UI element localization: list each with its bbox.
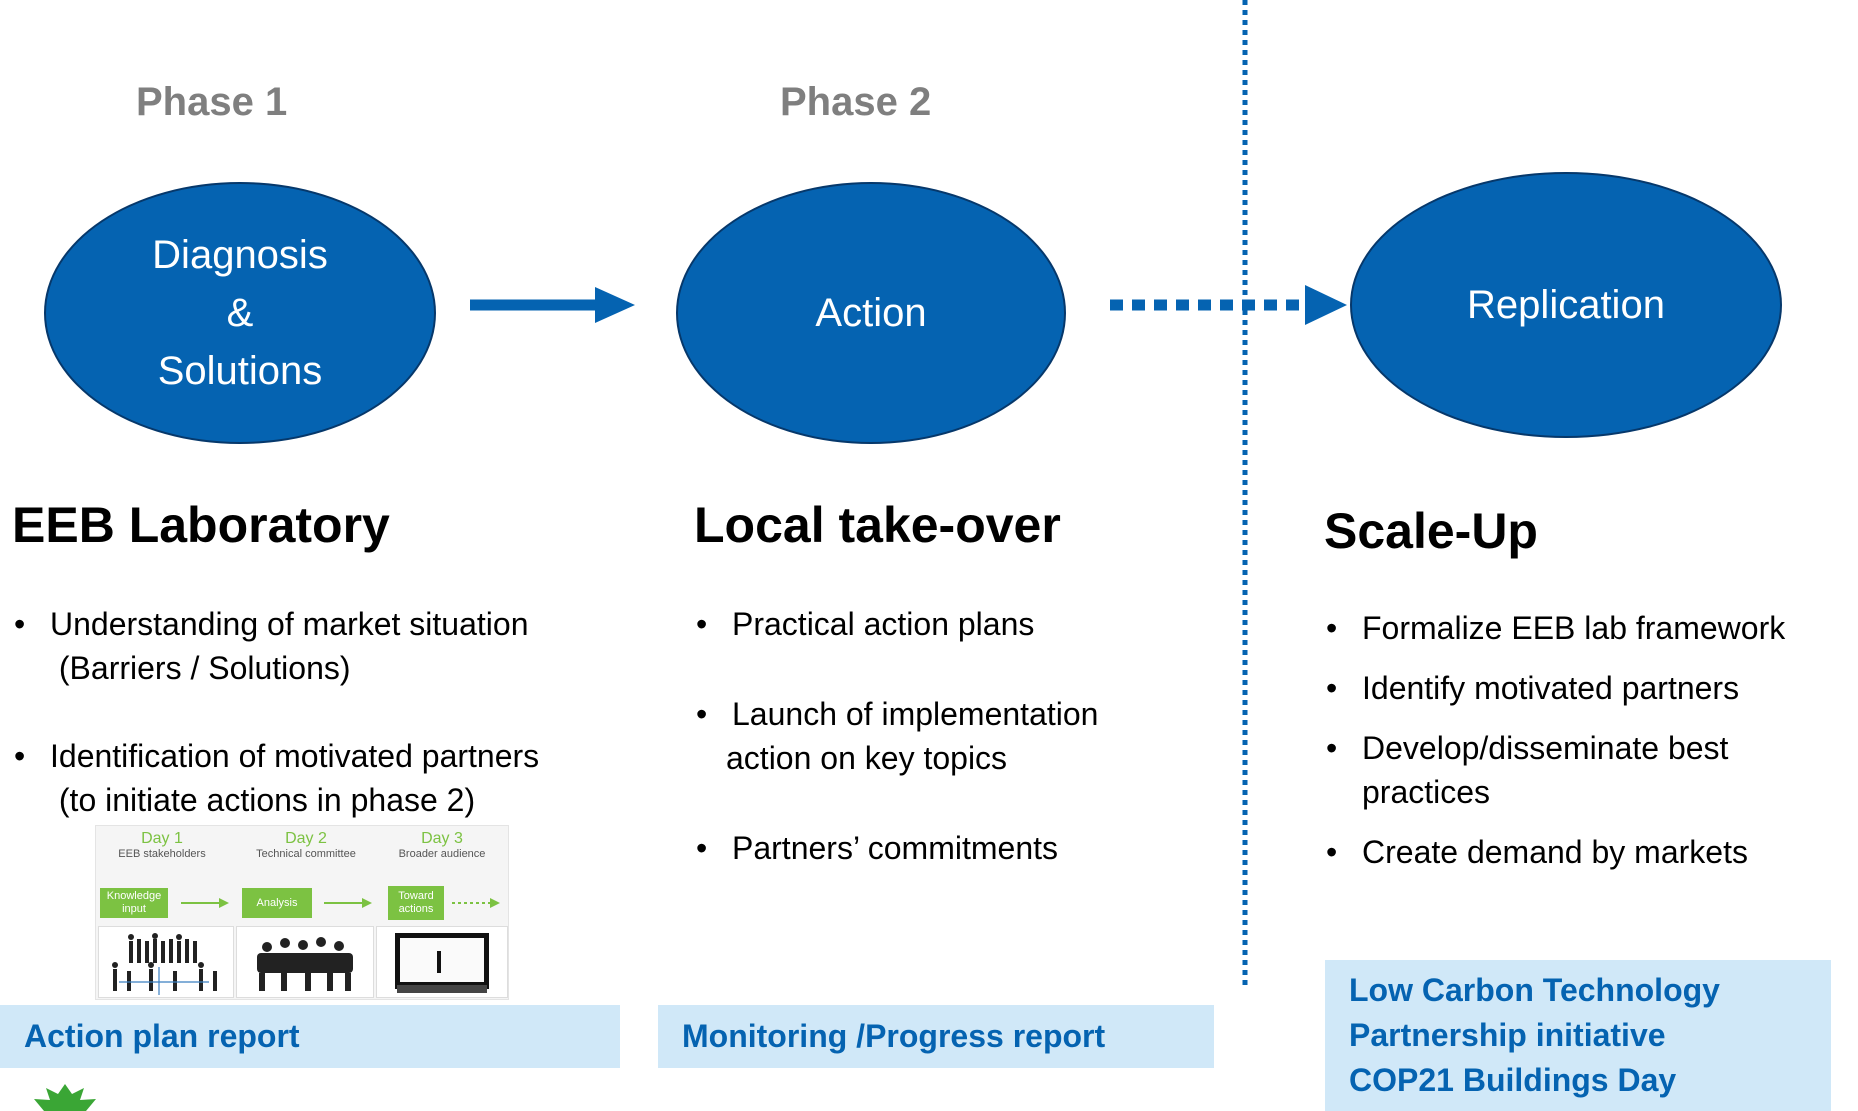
list-item: Launch of implementation action on key t… (694, 692, 1214, 780)
list-item: Practical action plans (694, 602, 1214, 646)
audience-screen-image (376, 926, 508, 998)
list-item: Partners’ commitments (694, 826, 1214, 870)
action-label: Action (815, 291, 927, 335)
report-line-2: Partnership initiative (1349, 1017, 1666, 1053)
list-item: Understanding of market situation (Barri… (12, 602, 632, 690)
list-item: Formalize EEB lab framework (1324, 606, 1854, 650)
logo (34, 1084, 96, 1111)
toward-actions-box: Toward actions (388, 886, 444, 920)
low-carbon-initiative-report: Low Carbon Technology Partnership initia… (1325, 960, 1831, 1111)
phase-1-label: Phase 1 (136, 80, 288, 124)
analysis-box: Analysis (242, 888, 312, 918)
diagnosis-line1: Diagnosis (152, 233, 328, 277)
replication-label: Replication (1467, 283, 1665, 327)
diagnosis-line2: & (226, 291, 254, 335)
day-2-column: Day 2 Technical committee (256, 830, 356, 860)
eeb-bullet-list: Understanding of market situation (Barri… (12, 602, 632, 822)
diagnosis-line3: Solutions (157, 349, 323, 393)
eeb-laboratory-title: EEB Laboratory (12, 497, 390, 553)
scale-up-title: Scale-Up (1324, 503, 1538, 559)
committee-image (236, 926, 374, 998)
day-3-column: Day 3 Broader audience (398, 830, 486, 860)
diagnosis-solutions-ellipse: Diagnosis & Solutions (44, 182, 436, 444)
report-line-3: COP21 Buildings Day (1349, 1062, 1677, 1098)
thumb-arrow-3 (452, 898, 500, 908)
action-plan-report: Action plan report (0, 1005, 620, 1068)
report-line-1: Low Carbon Technology (1349, 972, 1720, 1008)
workshop-days-thumbnail: Day 1 EEB stakeholders Day 2 Technical c… (95, 825, 509, 1000)
monitoring-progress-report: Monitoring /Progress report (658, 1005, 1214, 1068)
scale-bullet-list: Formalize EEB lab framework Identify mot… (1324, 606, 1854, 874)
list-item: Develop/disseminate best practices (1324, 726, 1854, 814)
list-item: Create demand by markets (1324, 830, 1854, 874)
replication-ellipse: Replication (1350, 172, 1782, 438)
stakeholders-image (98, 926, 234, 998)
phase-2-label: Phase 2 (780, 80, 932, 124)
knowledge-input-box: Knowledge input (100, 888, 168, 918)
action-ellipse: Action (676, 182, 1066, 444)
thumb-arrow-1 (181, 898, 229, 908)
day-1-column: Day 1 EEB stakeholders (118, 830, 206, 860)
dotted-arrow (1110, 285, 1347, 325)
thumb-arrow-2 (324, 898, 372, 908)
list-item: Identification of motivated partners (to… (12, 734, 632, 822)
local-take-over-title: Local take-over (694, 497, 1061, 553)
local-bullet-list: Practical action plans Launch of impleme… (694, 602, 1214, 870)
list-item: Identify motivated partners (1324, 666, 1854, 710)
phase-divider (1242, 0, 1248, 985)
solid-arrow (470, 287, 635, 323)
